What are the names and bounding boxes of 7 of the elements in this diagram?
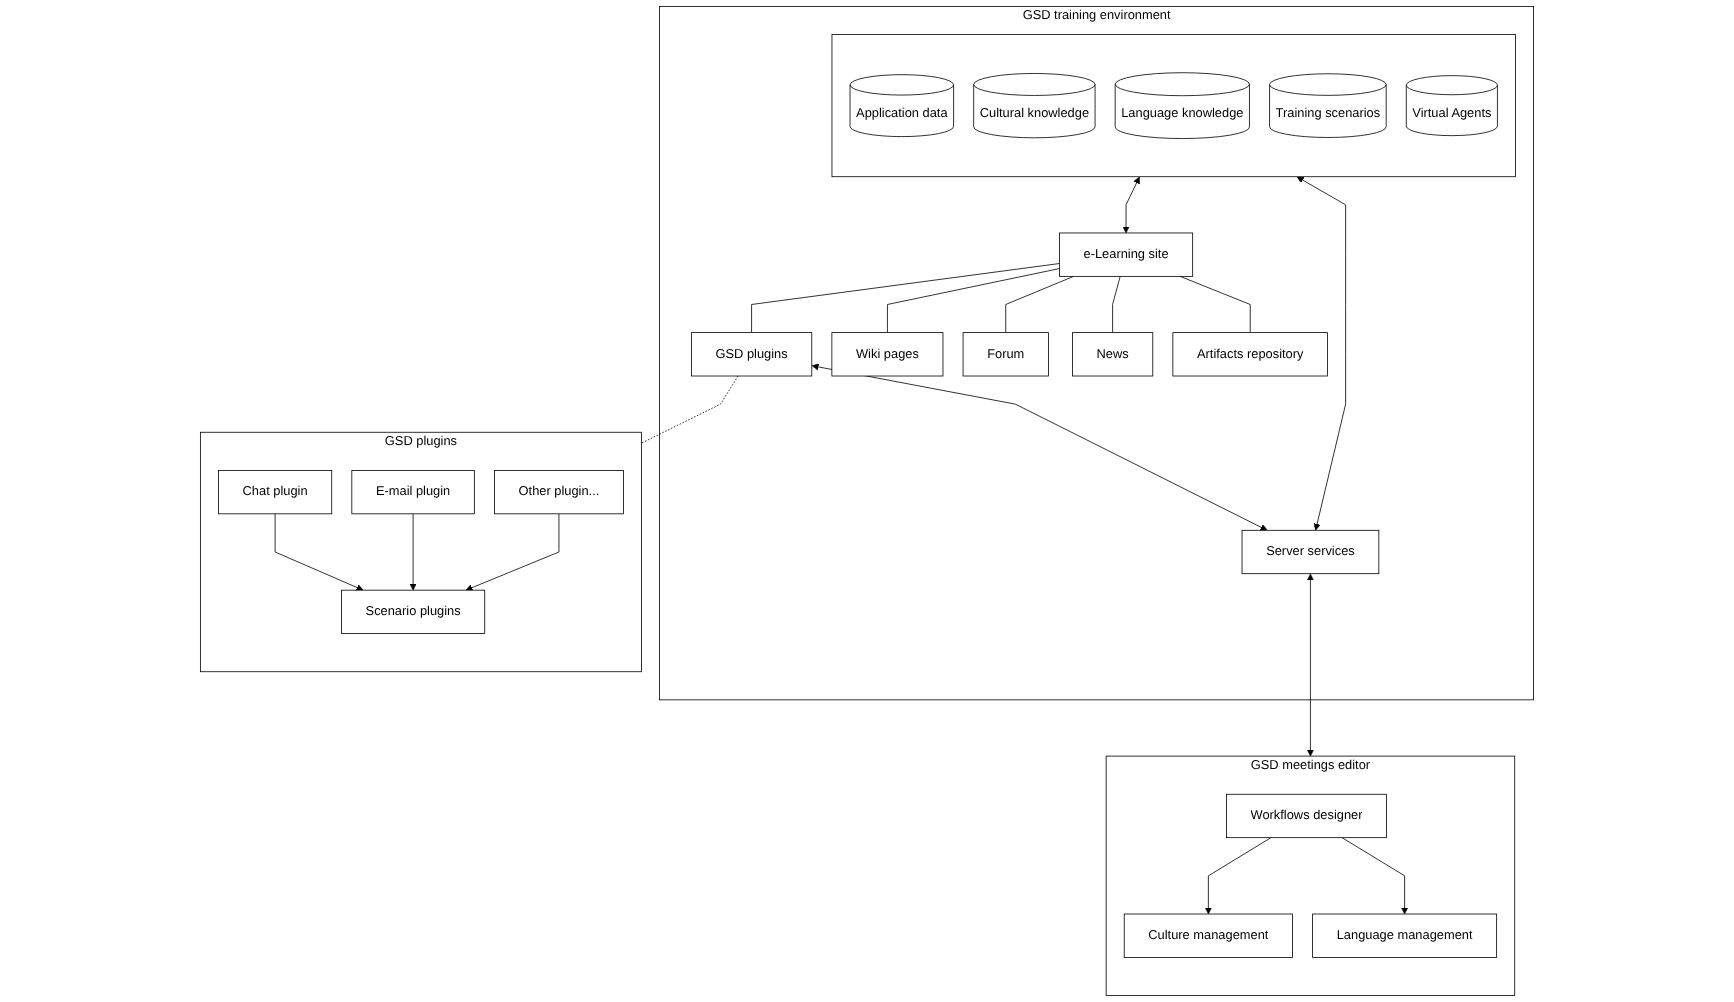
connector [887, 268, 1060, 333]
connector [1179, 275, 1251, 333]
connector [1005, 275, 1075, 333]
cluster [831, 34, 1516, 178]
connector [751, 263, 1060, 333]
connector [641, 375, 739, 444]
connector [1112, 275, 1121, 333]
